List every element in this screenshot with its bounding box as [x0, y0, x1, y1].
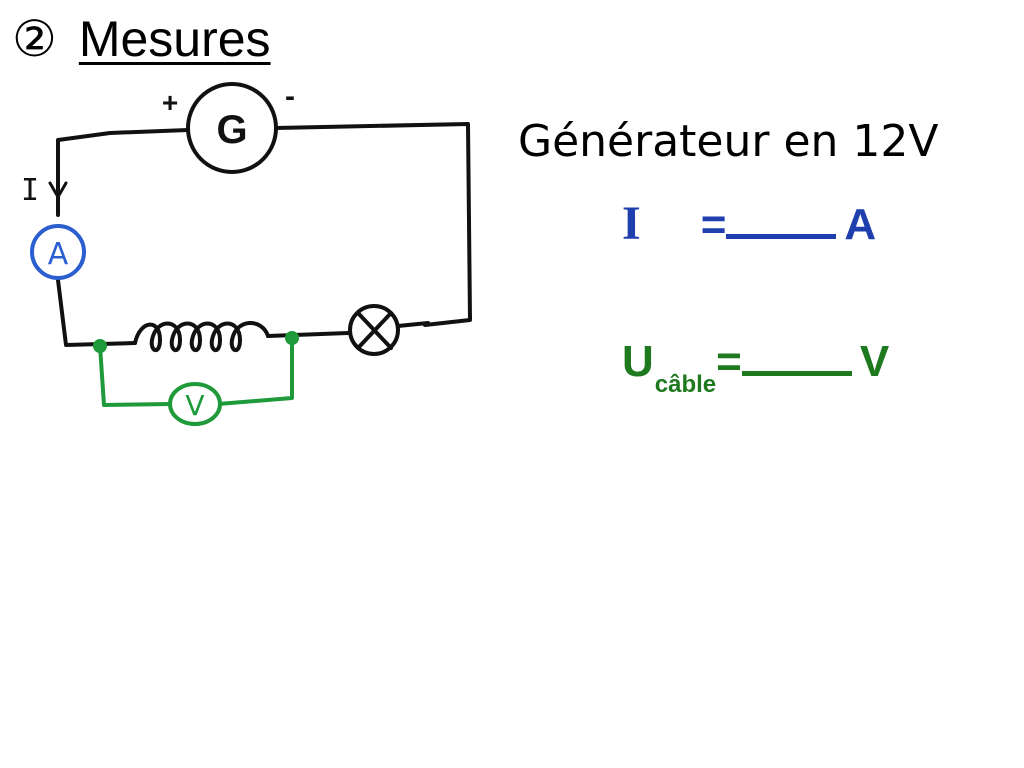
- voltage-answer-blank[interactable]: [741, 341, 852, 376]
- voltage-equals: =: [716, 337, 742, 386]
- voltmeter-branch: [93, 331, 299, 407]
- wire-top-left: [56, 128, 190, 217]
- current-label: I: [21, 173, 39, 208]
- wire-left-lower: [56, 278, 137, 347]
- voltmeter: V: [168, 382, 222, 426]
- voltmeter-node-left: [93, 339, 107, 353]
- current-arrow-icon: [48, 163, 68, 201]
- circuit-diagram: G + - I A V: [21, 80, 472, 426]
- wire-top-right: [274, 122, 472, 327]
- generator: G + -: [162, 80, 295, 174]
- ammeter-label: A: [48, 237, 69, 272]
- current-unit: A: [844, 200, 877, 249]
- voltage-measure-line: Ucâble= V: [622, 340, 889, 397]
- voltage-symbol: U: [622, 337, 654, 386]
- current-symbol: I: [622, 197, 641, 250]
- lamp-icon: [348, 304, 430, 356]
- current-answer-blank[interactable]: [726, 204, 837, 239]
- ammeter: A: [30, 224, 86, 280]
- voltmeter-label: V: [185, 389, 204, 422]
- slide-title: ② Mesures: [12, 14, 271, 64]
- minus-terminal-label: -: [285, 80, 295, 113]
- coil-icon: [133, 321, 270, 353]
- current-measure-line: I = A: [622, 200, 876, 248]
- voltmeter-wires: [98, 336, 294, 407]
- generator-setting: Générateur en 12V: [518, 116, 939, 167]
- generator-label: G: [216, 108, 247, 152]
- voltmeter-node-right: [285, 331, 299, 345]
- title-text: Mesures: [78, 11, 271, 67]
- current-indicator: I: [21, 163, 68, 208]
- voltage-unit: V: [859, 337, 890, 386]
- step-number: ②: [12, 11, 57, 67]
- plus-terminal-label: +: [162, 87, 178, 118]
- current-equals: =: [700, 200, 727, 249]
- voltage-subscript: câble: [654, 371, 717, 398]
- wire-middle: [266, 331, 350, 338]
